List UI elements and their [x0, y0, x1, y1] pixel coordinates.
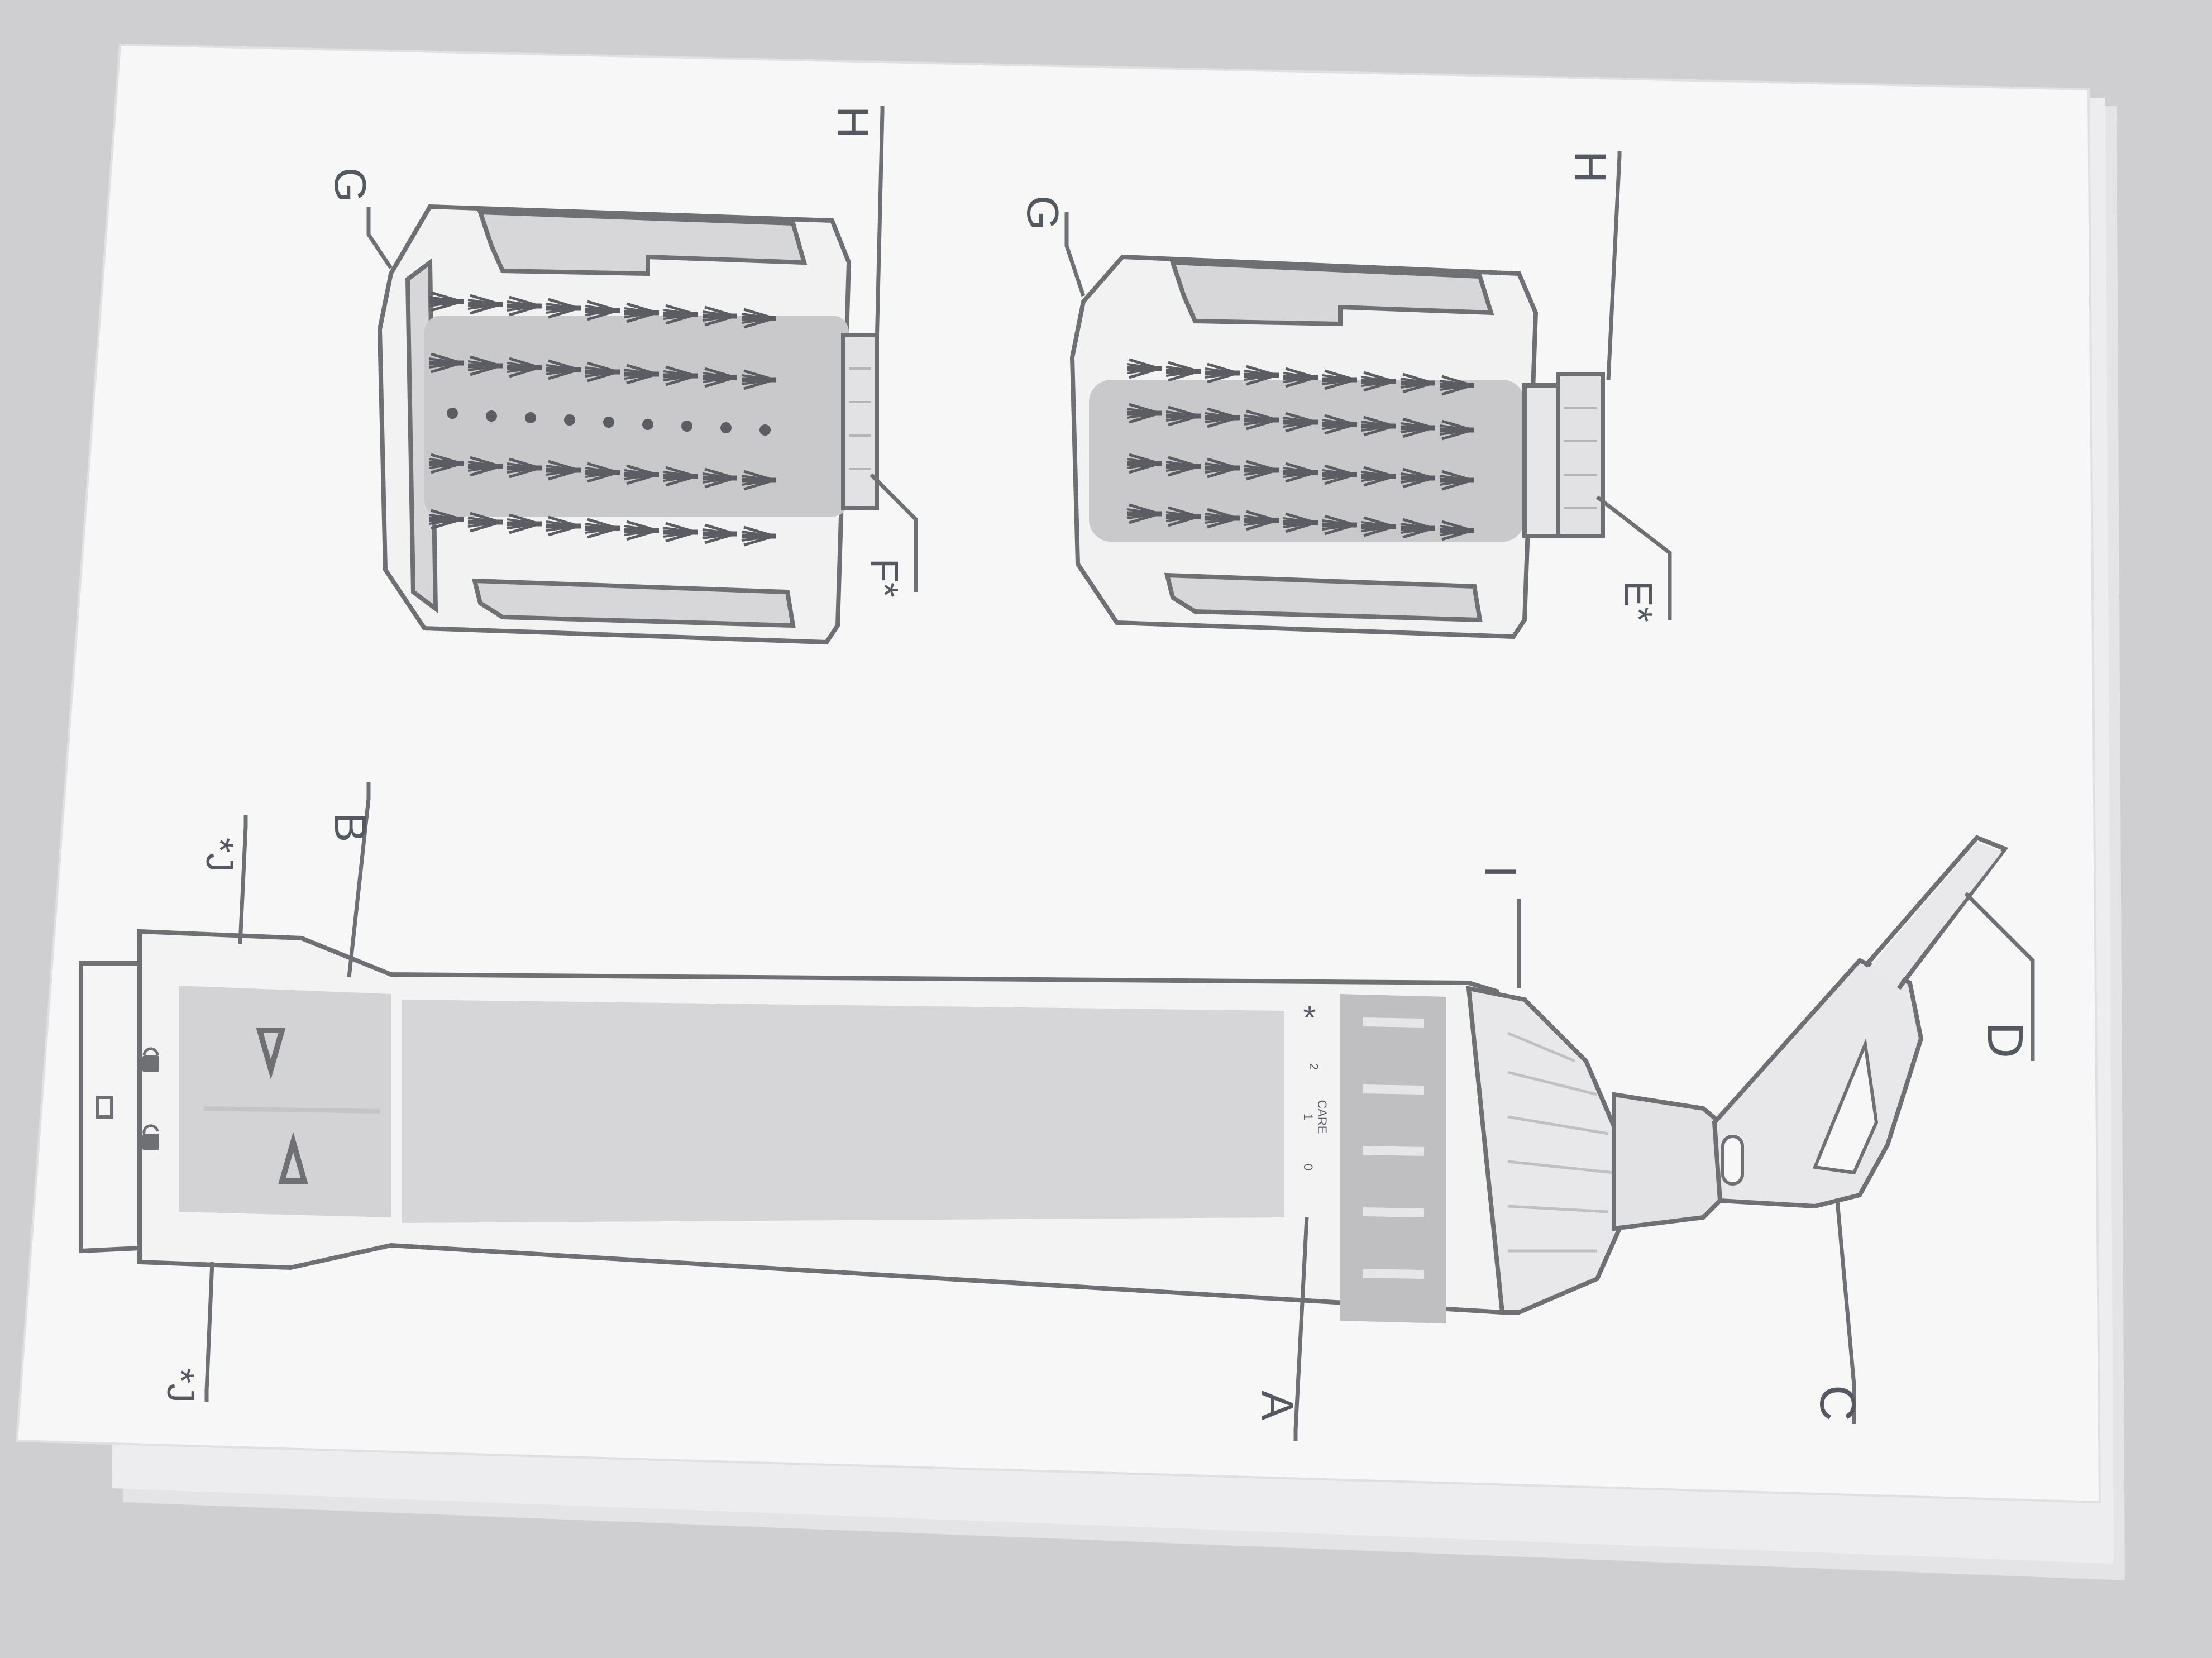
dial-mark-zero: 0 — [1301, 1164, 1315, 1170]
lock-icon — [142, 1047, 159, 1072]
label-d: D — [1977, 1022, 2033, 1058]
label-h-top: H — [828, 106, 878, 138]
label-a: A — [1253, 1391, 1302, 1421]
label-g-bottom: G — [1018, 195, 1068, 230]
large-brush-bristles — [429, 293, 776, 545]
large-brush-attachment — [377, 204, 879, 645]
label-f: F* — [863, 558, 906, 598]
label-b: B — [326, 813, 375, 842]
rotation-ring — [1340, 994, 1446, 1323]
label-e: E* — [1617, 581, 1660, 622]
handle-unit — [79, 835, 2009, 1323]
up-arrow-icon — [256, 1028, 286, 1080]
control-panel — [179, 986, 391, 1217]
cord-neck — [1612, 1092, 1722, 1231]
power-cord — [1863, 835, 2009, 990]
dial-mark-one: 1 — [1301, 1114, 1315, 1120]
label-c: C — [1809, 1385, 1865, 1421]
small-brush-barrel — [1089, 380, 1525, 542]
label-g-top: G — [326, 168, 375, 202]
label-j-top: *J — [198, 838, 242, 872]
dial-marks: * 2 CARE 1 0 — [1301, 999, 1329, 1170]
down-arrow-icon — [278, 1131, 308, 1184]
label-i: I — [1476, 866, 1526, 878]
dial-mark-care: CARE — [1315, 1100, 1329, 1134]
panel-divider — [203, 1106, 380, 1114]
small-brush-attachment — [1069, 254, 1605, 639]
part-labels: B *J *J A I C D G H F* G H E* — [159, 106, 2033, 1421]
handle-body — [402, 1000, 1284, 1223]
label-h-bottom: H — [1565, 151, 1615, 183]
dial-mark-two: 2 — [1307, 1063, 1321, 1070]
unlock-icon — [142, 1124, 159, 1150]
label-j-bottom: *J — [159, 1368, 203, 1403]
leader-lines — [204, 106, 2035, 1441]
dial-mark-snow: * — [1303, 999, 1316, 1036]
small-brush-ring — [1556, 372, 1605, 538]
brush-ring — [841, 333, 879, 510]
